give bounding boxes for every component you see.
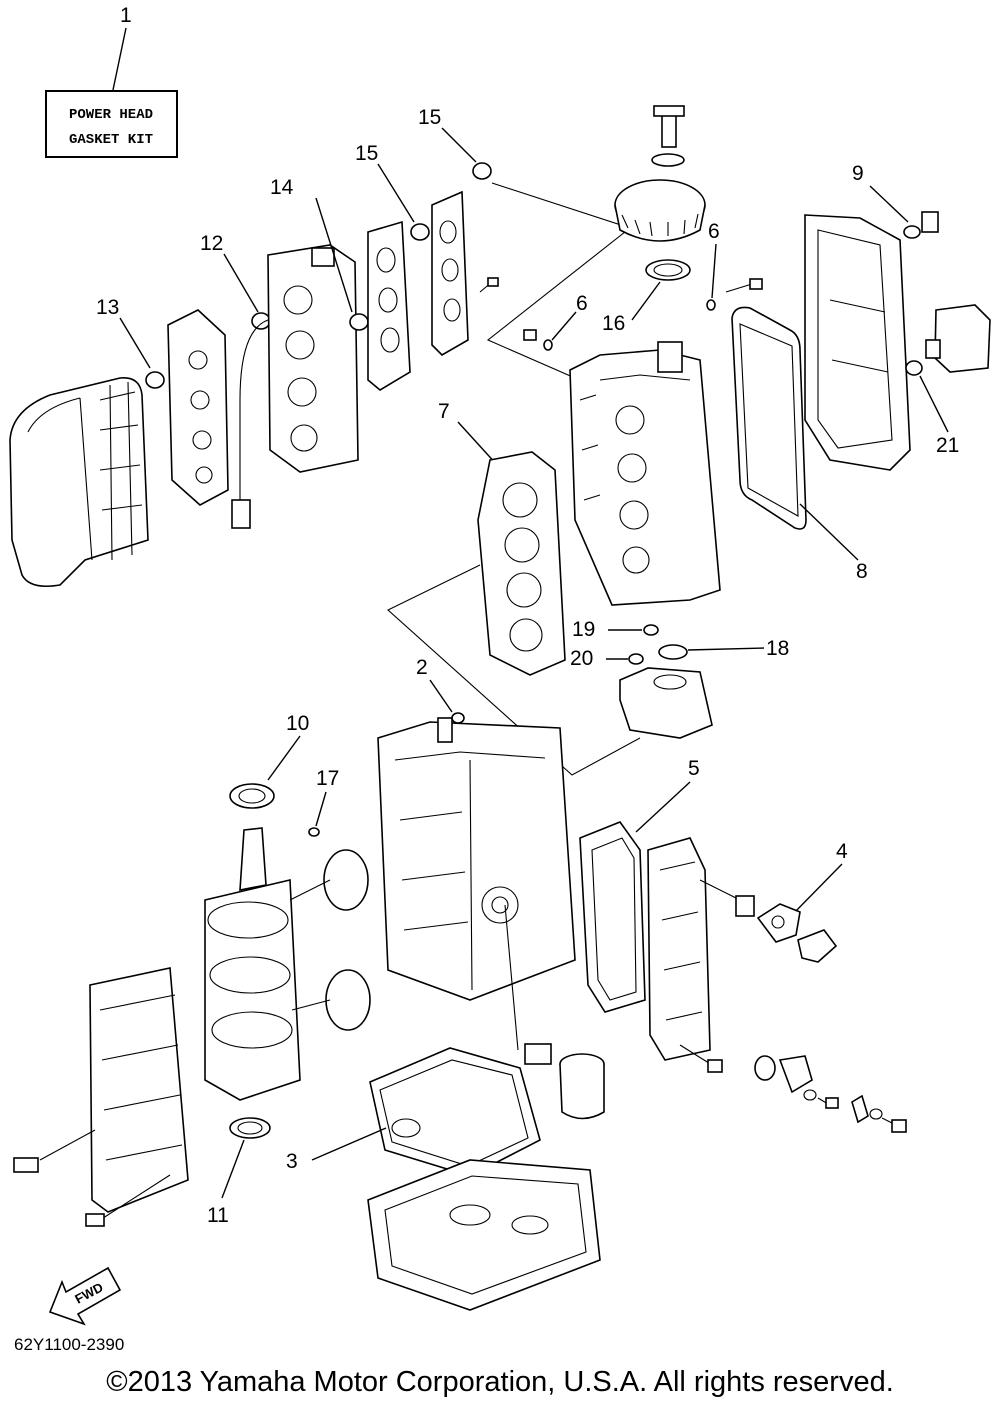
callout-label-1: 1 — [120, 4, 132, 27]
callout-label-17: 17 — [316, 767, 339, 790]
callout-label-5: 5 — [688, 757, 700, 780]
callout-15-a[interactable]: 15 — [355, 142, 430, 241]
callout-label-8: 8 — [856, 560, 868, 583]
forward-arrow: FWD — [48, 1266, 122, 1326]
callout-label-20: 20 — [570, 647, 593, 670]
callout-12[interactable]: 12 — [200, 232, 271, 330]
flywheel-pulley — [614, 105, 706, 242]
assembly-bracket-top — [486, 182, 632, 379]
callout-20[interactable]: 20 — [570, 647, 644, 670]
anode-hardware — [679, 1044, 907, 1133]
callout-label-15a: 15 — [355, 142, 378, 165]
manifold-gasket-strip — [367, 220, 411, 391]
callout-label-19: 19 — [572, 618, 595, 641]
callout-21[interactable]: 21 — [905, 360, 959, 457]
callout-label-6b: 6 — [708, 220, 720, 243]
callout-17[interactable]: 17 — [308, 767, 339, 837]
gasket-kit-line-2: GASKET KIT — [69, 132, 153, 148]
callout-label-16: 16 — [602, 312, 625, 335]
callout-label-3: 3 — [286, 1150, 298, 1173]
callout-label-13: 13 — [96, 296, 119, 319]
intake-silencer — [9, 377, 149, 588]
thermostat-cover — [925, 304, 991, 373]
diagram-reference-code: 62Y1100-2390 — [14, 1335, 125, 1354]
exhaust-cover — [647, 837, 755, 1061]
callout-label-11: 11 — [207, 1204, 229, 1227]
callout-4[interactable]: 4 — [756, 840, 848, 963]
callout-6-a[interactable]: 6 — [523, 292, 588, 351]
head-cover — [804, 214, 911, 471]
callout-label-21: 21 — [936, 434, 959, 457]
callout-label-7: 7 — [438, 400, 450, 423]
callout-19[interactable]: 19 — [572, 618, 659, 641]
callout-label-15b: 15 — [418, 106, 441, 129]
gasket-kit-line-1: POWER HEAD — [69, 107, 153, 123]
callout-1[interactable]: 1 — [112, 4, 132, 91]
callout-6-b[interactable]: 6 — [706, 220, 763, 311]
oil-pan — [367, 1159, 601, 1311]
intake-plate-gasket — [167, 309, 229, 506]
callout-10[interactable]: 10 — [229, 712, 309, 809]
callout-5[interactable]: 5 — [579, 757, 700, 1013]
callout-18[interactable]: 18 — [658, 637, 789, 660]
carburetor-assembly — [231, 244, 359, 529]
callout-14[interactable]: 14 — [270, 176, 369, 331]
callout-label-9: 9 — [852, 162, 864, 185]
cylinder-head — [569, 341, 721, 606]
copyright-notice: ©2013 Yamaha Motor Corporation, U.S.A. A… — [106, 1366, 894, 1398]
callout-label-18: 18 — [766, 637, 789, 660]
callout-2[interactable]: 2 — [416, 656, 465, 724]
manifold-bolt — [479, 277, 499, 293]
callout-8[interactable]: 8 — [731, 306, 868, 583]
oil-filter — [524, 1043, 605, 1120]
crankcase — [13, 967, 189, 1227]
callout-label-12: 12 — [200, 232, 223, 255]
callout-11[interactable]: 11 — [207, 1117, 271, 1227]
gasket-kit-box[interactable]: POWER HEAD GASKET KIT — [45, 90, 178, 158]
callout-label-10: 10 — [286, 712, 309, 735]
callout-13[interactable]: 13 — [96, 296, 165, 389]
water-pump-housing — [619, 667, 713, 739]
callout-label-14: 14 — [270, 176, 294, 199]
callout-16[interactable]: 16 — [602, 259, 691, 335]
callout-15-b[interactable]: 15 — [418, 106, 492, 180]
callout-7[interactable]: 7 — [438, 400, 566, 676]
crankshaft-assembly — [204, 827, 371, 1101]
callout-9[interactable]: 9 — [852, 162, 939, 239]
callout-label-2: 2 — [416, 656, 428, 679]
callout-label-6a: 6 — [576, 292, 588, 315]
callout-label-4: 4 — [836, 840, 848, 863]
intake-gasket-strip — [431, 190, 469, 356]
callout-3[interactable]: 3 — [286, 1047, 541, 1177]
assembly-bracket-middle — [387, 564, 641, 776]
cylinder-block — [377, 717, 576, 1051]
